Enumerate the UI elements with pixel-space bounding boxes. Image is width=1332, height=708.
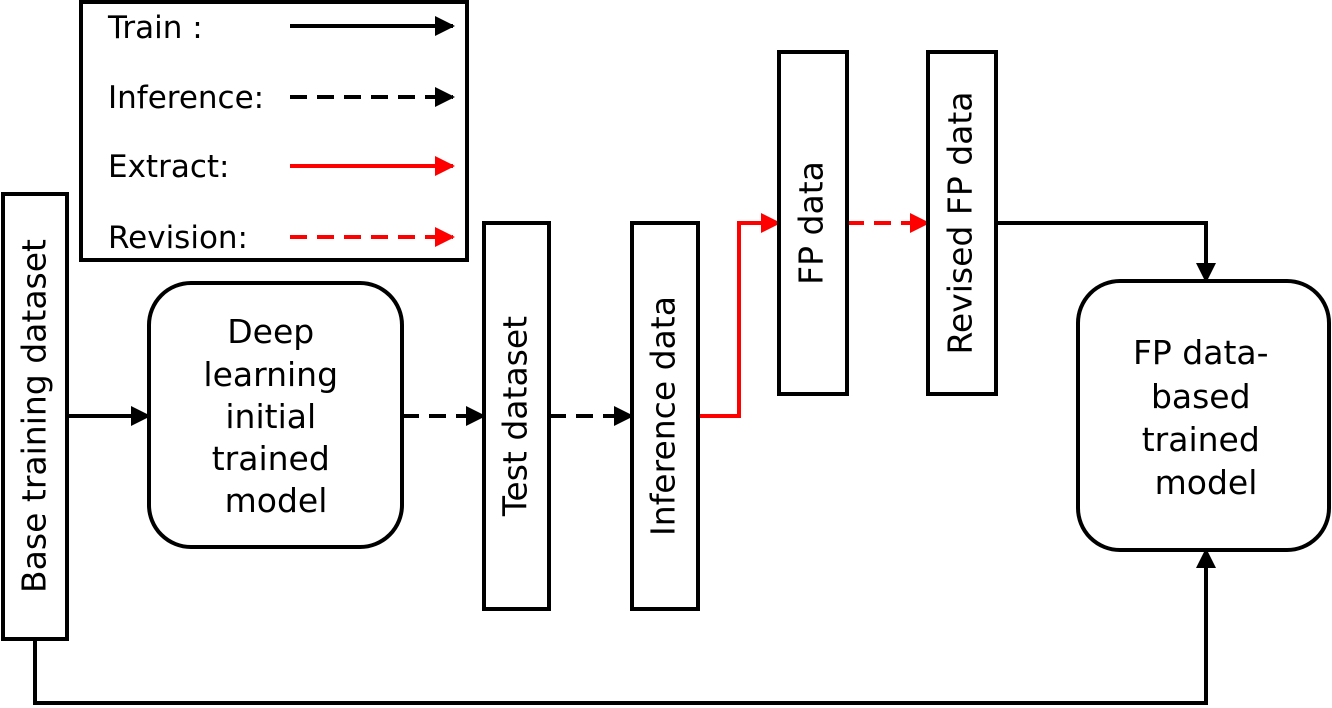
deep-learning-model-line-4: trained: [212, 439, 330, 478]
deep-learning-model-line-1: Deep: [227, 312, 314, 351]
fp-data-based-model-label: FP data- based trained model: [1133, 333, 1279, 502]
revised-fp-data-label: Revised FP data: [941, 91, 980, 354]
inference-data-box: [630, 221, 700, 611]
fp-data-based-model-line-2: based: [1151, 377, 1251, 416]
fp-data-based-model-line-3: trained: [1142, 420, 1260, 459]
legend: Train : Inference: Extract: Revision:: [79, 0, 469, 262]
deep-learning-model-box: [147, 281, 404, 549]
node-revised-fp-data: Revised FP data: [926, 50, 998, 396]
base-training-dataset-box: [1, 192, 69, 641]
legend-inference-label: Inference:: [108, 80, 264, 116]
base-training-dataset-label: Base training dataset: [15, 239, 54, 593]
legend-box: [79, 0, 469, 262]
node-fp-data: FP data: [777, 50, 849, 396]
deep-learning-model-line-3: initial: [225, 397, 316, 436]
node-base-training-dataset: Base training dataset: [1, 192, 69, 641]
fp-data-based-model-line-4: model: [1155, 463, 1258, 502]
node-deep-learning-model: Deep learning initial trained model: [147, 281, 404, 549]
test-dataset-label: Test dataset: [496, 316, 535, 517]
legend-train-label: Train :: [107, 10, 203, 46]
legend-revision-label: Revision:: [108, 220, 248, 256]
connectors: [33, 213, 1216, 705]
deep-learning-model-label: Deep learning initial trained model: [203, 312, 348, 520]
fp-data-based-model-box: [1076, 279, 1331, 552]
node-test-dataset: Test dataset: [482, 221, 551, 611]
legend-extract-label: Extract:: [108, 149, 229, 185]
fp-data-based-model-line-1: FP data-: [1133, 333, 1269, 372]
extract-arrow-inference-to-fp: [698, 213, 781, 418]
deep-learning-model-line-2: learning: [203, 355, 338, 394]
fp-data-box: [777, 50, 849, 396]
test-dataset-box: [482, 221, 551, 611]
node-inference-data: Inference data: [630, 221, 700, 611]
inference-data-label: Inference data: [644, 296, 683, 536]
train-arrow-revised-to-fp-model: [996, 221, 1216, 283]
train-arrow-base-to-fp-model: [33, 548, 1216, 705]
revised-fp-data-box: [926, 50, 998, 396]
node-fp-data-based-model: FP data- based trained model: [1076, 279, 1331, 552]
deep-learning-model-line-5: model: [225, 481, 328, 520]
fp-data-label: FP data: [792, 161, 831, 285]
